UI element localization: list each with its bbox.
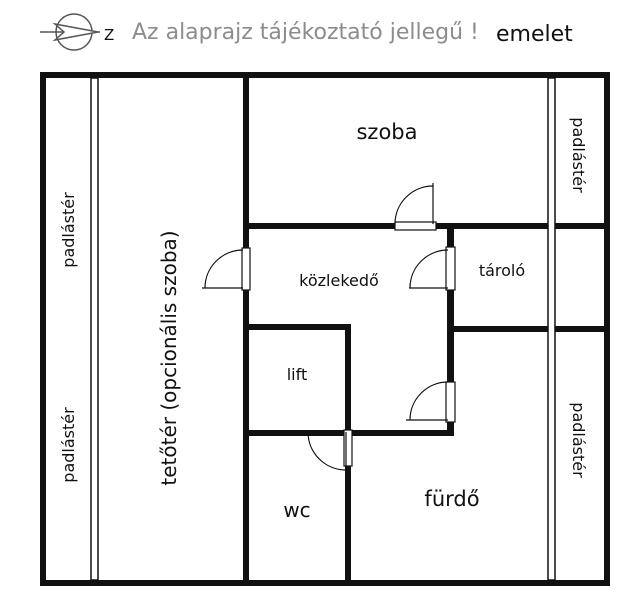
label-szoba: szoba: [356, 120, 417, 144]
door-szoba: [394, 183, 437, 231]
compass-icon: Z: [40, 13, 114, 51]
door-tarolo: [409, 246, 456, 291]
label-padlaster-left-bottom: padlástér: [59, 407, 78, 483]
label-padlaster-left-top: padlástér: [59, 192, 78, 268]
walls: [40, 72, 610, 586]
door-wc: [307, 429, 353, 472]
disclaimer-note: Az alaprajz tájékoztató jellegű !: [132, 20, 479, 45]
label-wc: wc: [283, 498, 310, 522]
label-lift: lift: [287, 365, 308, 384]
label-teteter: tetőtér (opcionális szoba): [157, 230, 181, 485]
label-furdo: fürdő: [424, 487, 479, 511]
door-furdo: [406, 381, 456, 423]
label-kozlekedo: közlekedő: [299, 271, 379, 290]
compass-letter: Z: [104, 26, 114, 44]
floor-label: emelet: [496, 22, 573, 47]
label-padlaster-right-top: padlástér: [569, 117, 588, 193]
door-teteter: [202, 247, 251, 291]
label-padlaster-right-bottom: padlástér: [569, 402, 588, 478]
label-tarolo: tároló: [479, 261, 525, 280]
